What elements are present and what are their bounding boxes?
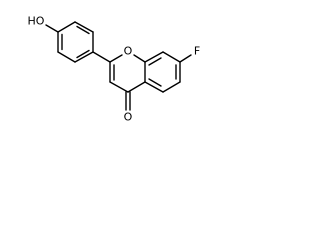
bond [57,21,76,33]
bond-cf [179,54,192,63]
bond [144,51,164,63]
bond [162,81,181,93]
bond [109,54,123,63]
pyranone-ring [109,54,146,93]
bond [133,54,146,63]
bond-oh [45,24,59,33]
bond [162,51,181,63]
double-bond-inner [148,78,162,87]
carbonyl-oxygen-label: O [124,111,133,124]
hydroxyl-label: HO [28,15,45,28]
double-bond-inner [76,25,90,35]
ring-oxygen-label: O [124,45,133,58]
bond [127,81,146,93]
carbonyl-group [125,91,131,111]
phenol-ring [57,21,94,63]
bond [57,51,76,63]
double-bond-inner [76,49,90,59]
bond [74,21,94,33]
double-bond-inner [148,57,162,66]
bond [109,81,129,93]
bond [144,81,164,93]
fluorine-label: F [194,45,200,58]
molecule-structure-diagram: HO O O F [28,15,201,124]
bond [74,51,94,63]
benzo-ring [144,51,181,93]
bond-aryl-link [92,51,111,63]
